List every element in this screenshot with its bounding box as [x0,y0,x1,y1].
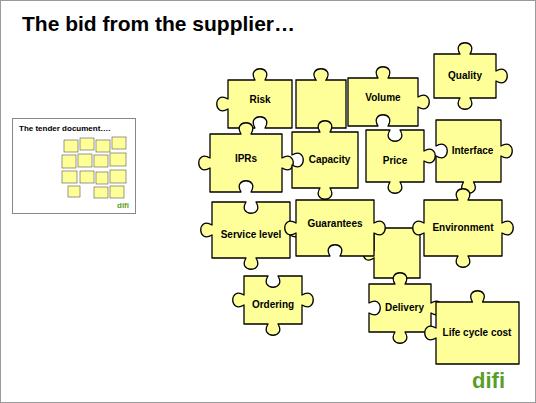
puzzle-piece: Price [366,130,424,182]
puzzle-piece: Volume [348,78,418,126]
puzzle-piece-shape [413,189,514,268]
puzzle-piece-shape [292,121,358,200]
piece-label: Interface [452,145,494,157]
puzzle-piece-shape [434,43,507,110]
puzzle-piece: Environment [424,200,502,256]
thumbnail-slide: The tender document…. [12,118,136,214]
logo-text: difi [117,201,129,210]
puzzle-piece-shape [285,200,386,256]
piece-label: Life cycle cost [443,327,512,339]
puzzle-piece: Interface [436,120,501,182]
piece-label: Environment [432,222,493,234]
puzzle-piece-shape [436,120,512,193]
puzzle-piece-shape [233,276,314,335]
piece-label: Capacity [309,154,351,166]
puzzle-piece: Quality [434,54,496,98]
puzzle-piece: Service level [212,202,290,258]
slide-title: The bid from the supplier… [22,12,295,36]
puzzle-piece: Delivery [369,284,431,332]
piece-label: Guarantees [307,218,362,230]
puzzle-piece: Guarantees [296,200,374,256]
piece-label: Service level [221,229,282,241]
puzzle-piece: Life cycle cost [436,302,519,364]
puzzle-piece-shape [199,123,294,192]
thumbnail-puzzle [62,137,126,198]
blank-piece [296,69,346,128]
piece-label: IPRs [235,153,257,165]
puzzle-piece-shape [424,291,518,364]
piece-label: Delivery [385,302,424,314]
puzzle-piece: Ordering [244,276,302,324]
puzzle-piece-shape [217,69,292,128]
piece-label: Price [383,155,407,167]
puzzle-piece: IPRs [210,134,282,192]
piece-label: Ordering [252,299,294,311]
piece-label: Volume [365,92,400,104]
puzzle-piece: Risk [228,80,292,128]
thumbnail-title: The tender document…. [19,124,111,133]
piece-label: Risk [249,94,270,106]
puzzle-piece-shape [348,67,429,126]
puzzle-piece-shape [366,130,435,193]
logo-text: difi [472,368,505,394]
puzzle-piece-shape [201,202,302,269]
puzzle-piece: Capacity [292,132,358,188]
piece-label: Quality [448,70,482,82]
